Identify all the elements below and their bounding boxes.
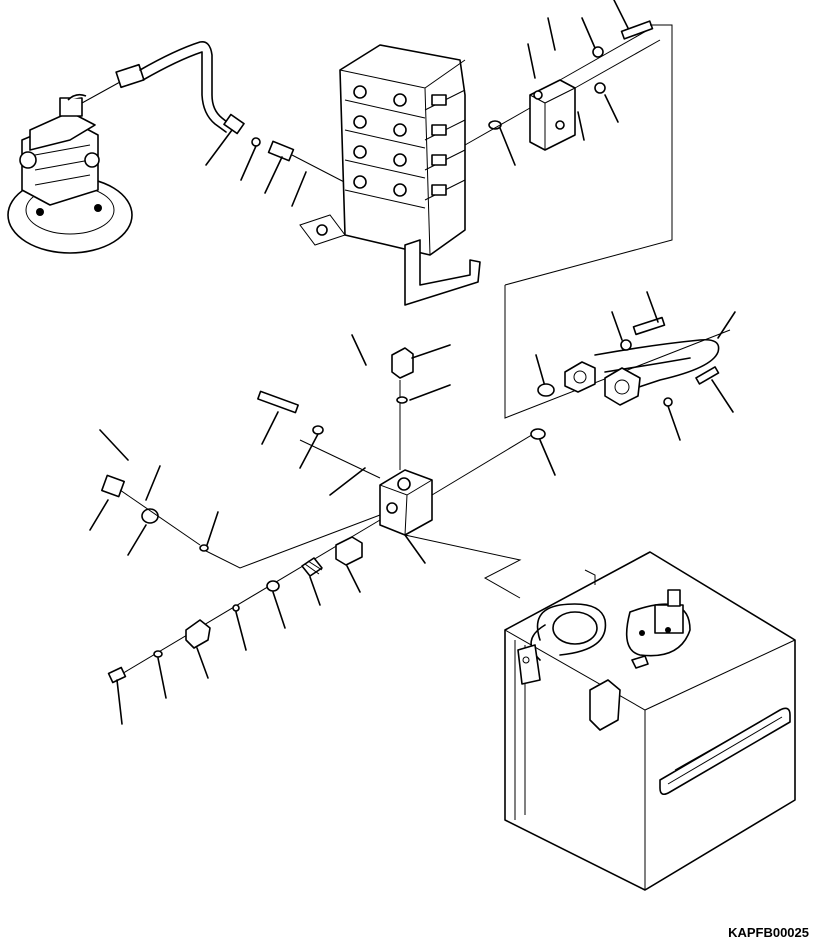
detail-frame-top — [504, 24, 673, 286]
relief-manifold-block — [257, 334, 556, 564]
pipe-flange-assembly — [504, 285, 736, 441]
hydraulic-tank — [404, 534, 796, 891]
control-valve — [299, 44, 481, 306]
hose-leader-lines — [205, 129, 351, 207]
swing-motor-hose — [81, 40, 245, 135]
left-fittings — [89, 429, 381, 569]
swing-motor — [7, 93, 133, 254]
drawing-code: KAPFB00025 — [728, 925, 809, 940]
relief-spool-stack — [107, 519, 381, 725]
pilot-valve-block — [464, 0, 661, 166]
